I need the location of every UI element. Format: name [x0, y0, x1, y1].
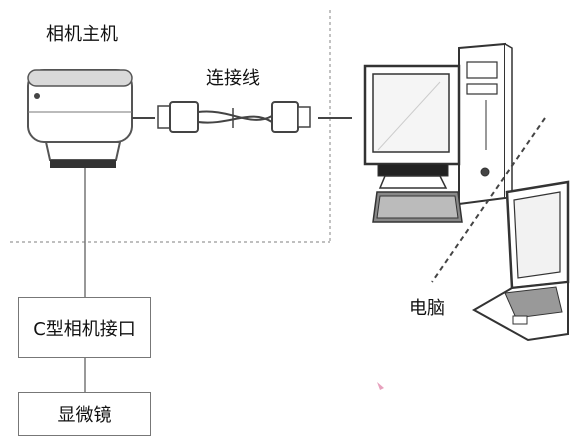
dashed-boundary — [10, 10, 331, 243]
cable-label: 连接线 — [206, 68, 260, 89]
microscope-label: 显微镜 — [57, 405, 112, 426]
laptop-icon — [471, 180, 570, 342]
computer-label: 电脑 — [409, 298, 445, 319]
c-mount-box: C型相机接口 — [18, 297, 151, 358]
usb-cable-icon — [132, 101, 352, 133]
diagonal-divider — [431, 117, 546, 283]
desktop-computer-icon — [363, 42, 513, 223]
pink-mark — [377, 382, 384, 390]
c-mount-label: C型相机接口 — [33, 318, 136, 340]
camera-host-label: 相机主机 — [46, 24, 118, 45]
microscope-box: 显微镜 — [18, 392, 151, 436]
camera-body-icon — [27, 69, 133, 168]
